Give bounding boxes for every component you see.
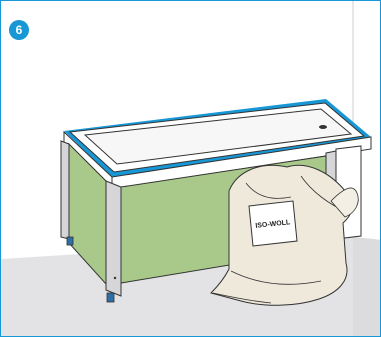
wool-tuft bbox=[330, 187, 359, 218]
floor-corner bbox=[353, 237, 380, 336]
back-left-profile bbox=[60, 140, 70, 240]
front-left-profile bbox=[105, 180, 122, 297]
step-badge: 6 bbox=[9, 20, 29, 40]
foot-back-left bbox=[66, 236, 74, 246]
bag-label: ISO-WOLL bbox=[248, 200, 298, 247]
foot-front-left bbox=[106, 292, 115, 303]
bag-label-text: ISO-WOLL bbox=[255, 219, 291, 230]
panel-screw bbox=[113, 276, 117, 280]
tub-basin bbox=[83, 108, 353, 165]
overflow-hole bbox=[319, 125, 327, 129]
